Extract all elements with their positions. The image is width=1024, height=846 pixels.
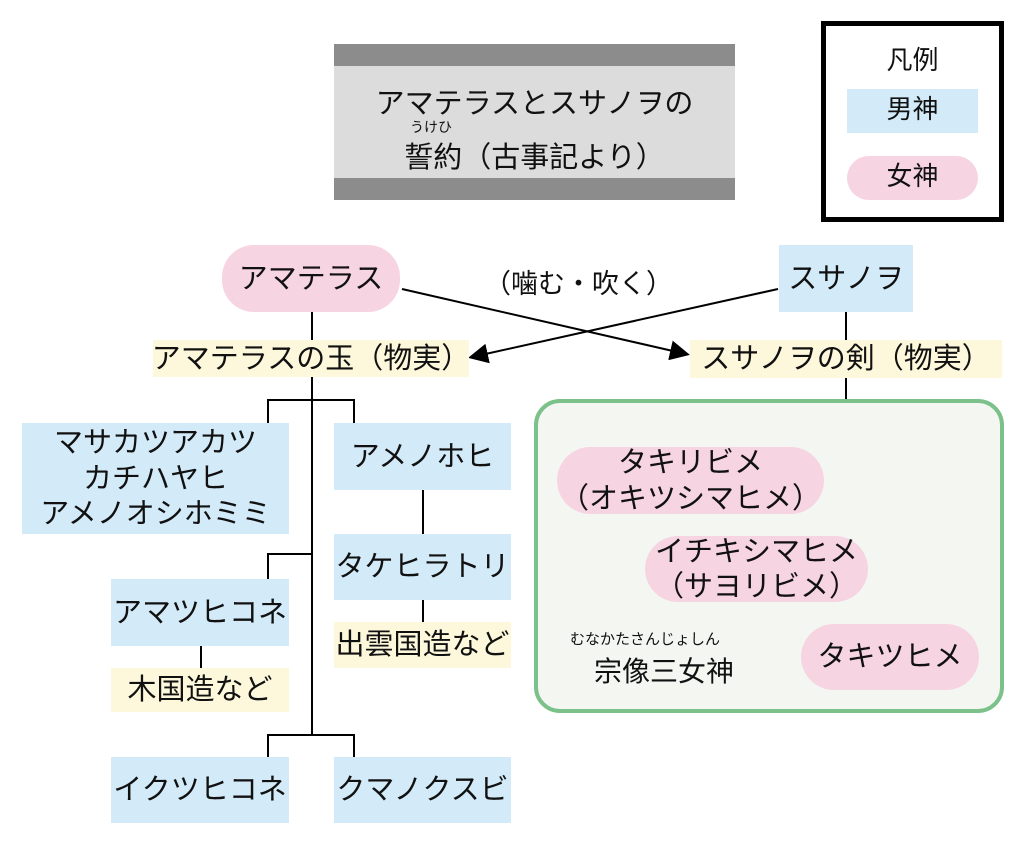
node-ikutsuhikone: イクツヒコネ bbox=[111, 757, 289, 823]
node-amaterasu-jewel: アマテラスの玉（物実） bbox=[152, 340, 470, 377]
legend-heading: 凡例 bbox=[886, 46, 939, 76]
masakatsu-line3: アメノオシホミミ bbox=[40, 496, 271, 531]
line-branch-ikutsu-kumano bbox=[267, 734, 355, 757]
legend-female: 女神 bbox=[847, 156, 978, 200]
node-kumanokusubi: クマノクスビ bbox=[334, 757, 511, 823]
node-ki: 木国造など bbox=[111, 668, 289, 712]
title-bar-bottom bbox=[334, 178, 735, 200]
title-line2: 誓約（古事記より） bbox=[404, 140, 665, 174]
takiribime-line1: タキリビメ bbox=[617, 445, 763, 480]
munakata-label: 宗像三女神 bbox=[594, 655, 735, 688]
masakatsu-line1: マサカツアカツ bbox=[53, 425, 257, 460]
node-amaterasu: アマテラス bbox=[222, 245, 400, 312]
node-masakatsu: マサカツアカツ カチハヤヒ アメノオシホミミ bbox=[22, 423, 289, 534]
title-bar-top bbox=[334, 44, 735, 66]
node-ichikishima: イチキシマヒメ （サヨリビメ） bbox=[645, 533, 868, 603]
line-branch-amatsuhikone bbox=[267, 553, 312, 579]
node-takiribime: タキリビメ （オキツシマヒメ） bbox=[557, 445, 824, 515]
node-susanowo: スサノヲ bbox=[779, 245, 913, 312]
ichikishima-line1: イチキシマヒメ bbox=[654, 533, 858, 568]
legend-male: 男神 bbox=[847, 89, 978, 133]
masakatsu-line2: カチハヤヒ bbox=[82, 460, 228, 495]
munakata-ruby: むなかたさんじょしん bbox=[570, 630, 721, 648]
node-amenohohi: アメノホヒ bbox=[334, 423, 511, 490]
node-izumo: 出雲国造など bbox=[334, 622, 511, 668]
title-ruby: うけひ bbox=[410, 120, 452, 136]
line-branch-masakatsu-amenohohi bbox=[267, 399, 355, 423]
arrow-amaterasu-to-sword bbox=[401, 288, 690, 361]
node-takehiratori: タケヒラトリ bbox=[334, 534, 511, 600]
node-susanowo-sword: スサノヲの剣（物実） bbox=[690, 340, 1002, 378]
ichikishima-line2: （サヨリビメ） bbox=[654, 569, 858, 603]
title-background bbox=[334, 66, 735, 178]
node-amatsuhikone: アマツヒコネ bbox=[111, 579, 289, 646]
action-label: （噛む・吹く） bbox=[484, 269, 673, 300]
title-line1: アマテラスとスサノヲの bbox=[375, 86, 694, 120]
node-takitsuhime: タキツヒメ bbox=[801, 624, 979, 690]
takiribime-line2: （オキツシマヒメ） bbox=[559, 480, 821, 515]
arrow-susanowo-to-jewel bbox=[468, 288, 779, 364]
